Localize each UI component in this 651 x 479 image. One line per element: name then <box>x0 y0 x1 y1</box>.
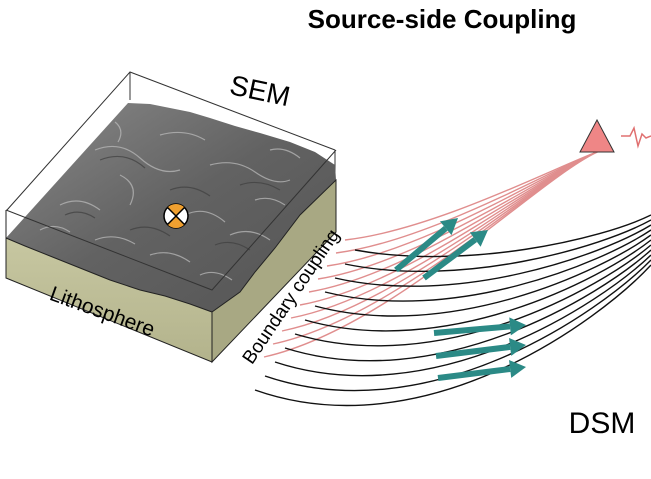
propagation-arrow <box>437 360 526 381</box>
propagation-arrow <box>433 317 526 336</box>
focal-mechanism-beachball-icon <box>163 203 189 229</box>
lithosphere-block <box>5 71 337 364</box>
sem-label: SEM <box>227 69 293 112</box>
propagation-arrow <box>394 218 458 273</box>
sem-ray-path <box>335 151 598 254</box>
lithosphere-front-face <box>5 237 213 363</box>
figure-title: Source-side Coupling <box>308 4 577 34</box>
propagation-arrow <box>435 338 526 359</box>
sem-ray-path <box>344 151 598 241</box>
dsm-ray-path <box>304 239 651 332</box>
dsm-ray-path <box>314 234 651 317</box>
dsm-ray-path <box>284 249 651 362</box>
dsm-ray-path <box>324 229 651 302</box>
dsm-ray-path <box>254 264 651 407</box>
topography-texture <box>39 121 301 281</box>
seismic-station-triangle-icon <box>579 118 615 153</box>
seismogram-waveform-icon <box>621 125 651 149</box>
propagation-arrows <box>394 218 526 381</box>
sem-box-top-front-edges <box>5 149 337 291</box>
topography-shadows <box>64 155 281 251</box>
dsm-ray-path <box>354 214 651 258</box>
dsm-ray-path <box>344 219 651 273</box>
dsm-label: DSM <box>569 407 636 440</box>
dsm-ray-path <box>264 259 651 392</box>
propagation-arrow <box>422 230 488 281</box>
dsm-ray-path <box>294 244 651 347</box>
lithosphere-side-face <box>211 178 337 364</box>
dsm-ray-path <box>334 224 651 287</box>
